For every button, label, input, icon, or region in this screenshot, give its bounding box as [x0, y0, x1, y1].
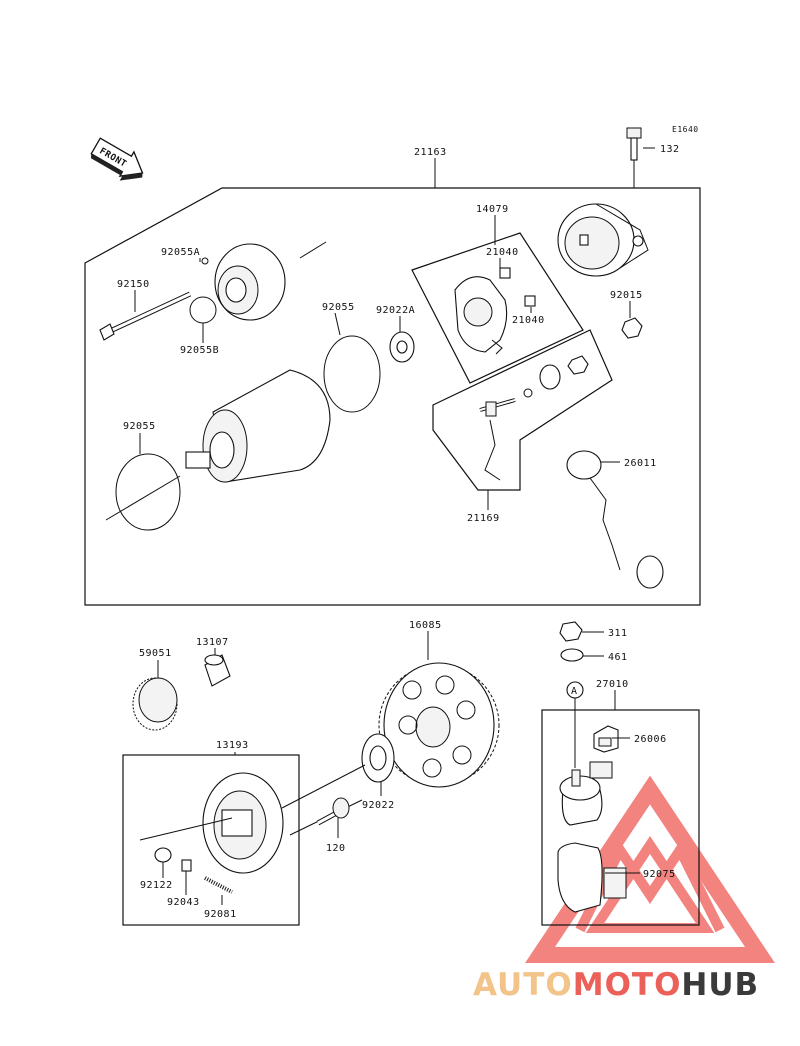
- o-ring-92055B: [189, 296, 217, 324]
- watermark-part-auto: AUTO: [473, 967, 573, 1003]
- part-label-26011: 26011: [624, 458, 657, 469]
- bolt-120: [316, 797, 350, 826]
- diagram-code: E1640: [672, 125, 699, 134]
- watermark-part-moto: MOTO: [573, 967, 682, 1003]
- o-ring-92055-upper: [323, 335, 381, 413]
- front-housing: [214, 241, 327, 321]
- part-label-26006: 26006: [634, 734, 667, 745]
- part-label-59051: 59051: [139, 648, 172, 659]
- brush-plate: [454, 267, 536, 355]
- relay-frame: [541, 709, 700, 926]
- part-label-92022: 92022: [362, 800, 395, 811]
- o-ring-92055A: [201, 257, 209, 265]
- part-label-92055A: 92055A: [161, 247, 200, 258]
- starter-assembly-frame: [84, 187, 701, 606]
- spring-92081: [204, 876, 233, 894]
- part-label-92150: 92150: [117, 279, 150, 290]
- watermark-part-hub: HUB: [681, 967, 759, 1003]
- terminal-boot: [566, 450, 664, 589]
- part-label-13193: 13193: [216, 740, 249, 751]
- idler-gear: [132, 677, 178, 731]
- part-label-120: 120: [326, 843, 346, 854]
- roller-92122: [154, 847, 172, 863]
- part-label-21163: 21163: [414, 147, 447, 158]
- brush-holder-frame: [411, 232, 584, 384]
- o-ring-92055-lower: [115, 453, 181, 531]
- callout-a-label: A: [571, 686, 578, 697]
- starter-clutch: [139, 764, 366, 874]
- clutch-frame: [122, 754, 300, 926]
- terminal-frame: [432, 329, 613, 491]
- part-label-311: 311: [608, 628, 628, 639]
- part-label-92043: 92043: [167, 897, 200, 908]
- cap-92043: [181, 859, 192, 872]
- starter-gear: [378, 662, 500, 788]
- part-label-132: 132: [660, 144, 680, 155]
- part-label-16085: 16085: [409, 620, 442, 631]
- part-label-21040-a: 21040: [486, 247, 519, 258]
- washer-92022: [361, 733, 395, 783]
- part-label-21169: 21169: [467, 513, 500, 524]
- through-bolt: [99, 291, 192, 341]
- part-label-14079: 14079: [476, 204, 509, 215]
- part-label-27010: 27010: [596, 679, 629, 690]
- part-label-92075: 92075: [643, 869, 676, 880]
- part-label-92055-lower: 92055: [123, 421, 156, 432]
- part-label-21040-b: 21040: [512, 315, 545, 326]
- idler-shaft: [204, 654, 231, 687]
- relay-cover-92075: [557, 842, 627, 913]
- washer-461: [560, 648, 584, 662]
- starter-relay: [559, 700, 613, 826]
- part-label-92081: 92081: [204, 909, 237, 920]
- bolt-132: [626, 127, 642, 188]
- front-arrow-icon: FRONT: [90, 137, 144, 181]
- watermark-text: AUTOMOTOHUB: [473, 967, 759, 1003]
- rear-cover: [557, 203, 649, 277]
- part-label-13107: 13107: [196, 637, 229, 648]
- motor-yoke: [185, 369, 331, 483]
- part-label-92055-upper: 92055: [322, 302, 355, 313]
- washer-92022A: [389, 331, 415, 363]
- part-label-92022A: 92022A: [376, 305, 415, 316]
- terminal-bolt: [479, 355, 589, 481]
- callout-a: A: [566, 681, 584, 699]
- fuse-26006: [593, 725, 619, 753]
- part-label-461: 461: [608, 652, 628, 663]
- nut-92015: [621, 317, 643, 339]
- part-label-92015: 92015: [610, 290, 643, 301]
- part-label-92122: 92122: [140, 880, 173, 891]
- nut-311: [559, 621, 583, 642]
- part-label-92055B: 92055B: [180, 345, 219, 356]
- leader-lines: [134, 147, 655, 905]
